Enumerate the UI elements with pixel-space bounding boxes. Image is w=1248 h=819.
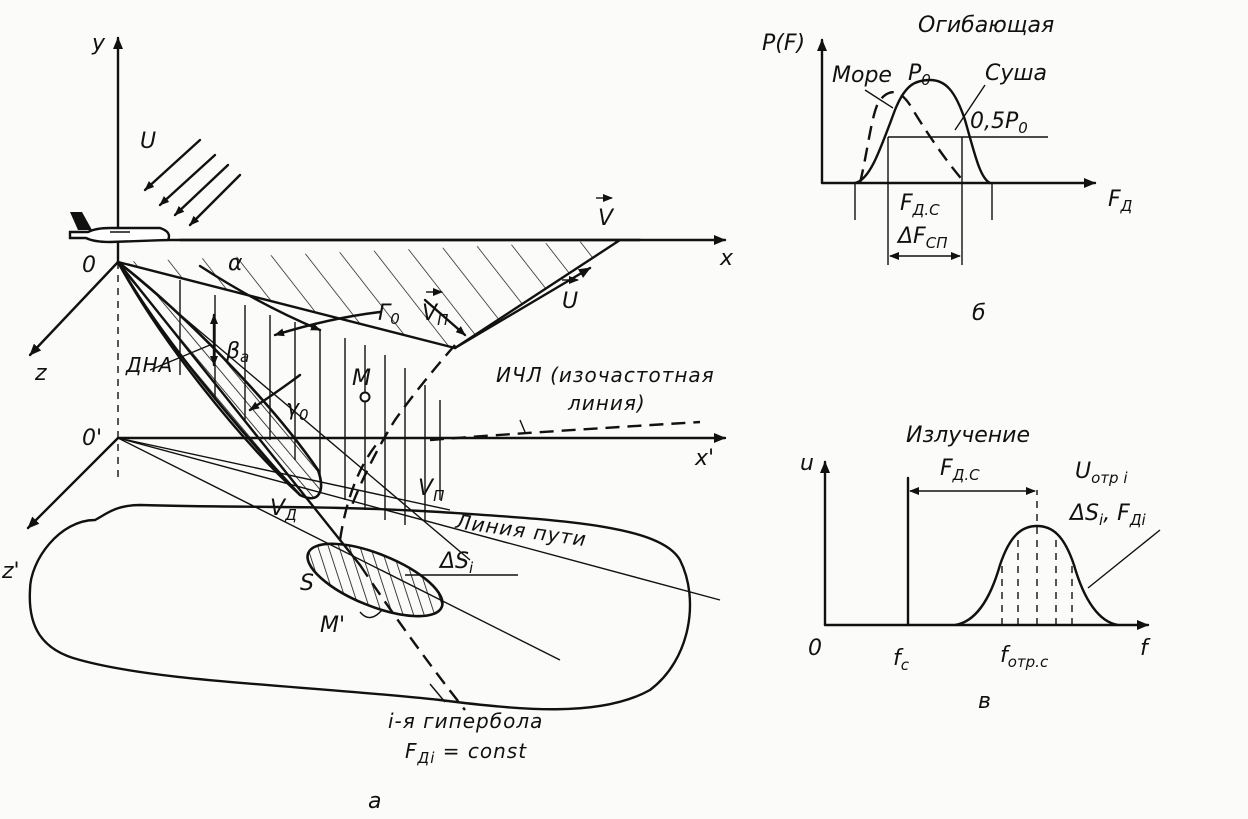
m2-tick	[359, 609, 383, 619]
u-vector	[453, 238, 622, 350]
label-beta-a: βa	[225, 339, 249, 366]
b-title: Огибающая	[918, 13, 1054, 38]
hyperbola-dashed	[359, 564, 466, 711]
v-x-label: f	[1140, 636, 1151, 661]
label-m: M	[352, 366, 371, 391]
label-m2: M'	[320, 613, 345, 638]
sea-leader	[864, 89, 894, 109]
panel-b: Огибающая P(F) Море P0 Суша 0,5P0 FД.С Δ…	[762, 13, 1133, 326]
z-axis	[28, 260, 120, 357]
label-y: y	[91, 31, 106, 56]
precipitation-arrows	[143, 138, 242, 227]
label-alpha: α	[228, 251, 243, 276]
isofrequency-line	[429, 420, 701, 442]
caption-b: б	[972, 301, 986, 326]
label-s: S	[300, 571, 314, 596]
label-hyperbola-2: FДi = const	[405, 739, 527, 767]
panel-v: Излучение u 0 FД.С Uотр i ΔSi, FДi fc fо…	[800, 423, 1161, 714]
label-u: U	[562, 289, 578, 314]
hyperbola-upper	[338, 439, 381, 541]
v-origin: 0	[808, 636, 822, 661]
v-ds-f: ΔSi, FДi	[1068, 501, 1147, 529]
label-dna: ДНА	[125, 353, 173, 377]
b-half: 0,5P0	[970, 109, 1028, 137]
dna-leader	[149, 344, 211, 371]
isofrequency-curve	[350, 344, 456, 506]
label-ichl-1: ИЧЛ (изочастотная	[496, 363, 715, 387]
label-vd: VД	[270, 496, 297, 524]
half-level-leader	[954, 84, 986, 131]
point-m-marker	[359, 391, 371, 403]
antenna-beam-lobe	[116, 260, 323, 500]
v-fds: FД.С	[940, 456, 980, 484]
label-u-precip: U	[140, 129, 156, 154]
hyperbola-leader	[429, 683, 446, 703]
gamma-small-arc	[248, 373, 302, 412]
label-path-line: Линия пути	[453, 509, 588, 551]
b-delta-f: ΔFСП	[896, 224, 947, 252]
gamma0-arc	[273, 310, 382, 337]
label-gamma-small: γ0	[286, 396, 309, 424]
label-origin: 0	[82, 253, 96, 278]
v-leader	[1087, 529, 1161, 589]
b-sea: Море	[832, 63, 892, 88]
spectrum-dashes	[1001, 490, 1073, 625]
panel-a: y x z x' z' 0 0' U V U α Γ0 VП ДНА βa γ0…	[1, 31, 734, 814]
gamma-arc	[198, 264, 322, 332]
aircraft-icon	[68, 212, 171, 244]
label-origin2: 0'	[82, 426, 102, 451]
v-u-otr: Uотр i	[1075, 459, 1128, 487]
b-land: Суша	[985, 61, 1047, 86]
label-x: x	[719, 246, 734, 271]
b-y-label: P(F)	[762, 31, 805, 56]
land-curve	[853, 78, 992, 185]
reflected-spectrum	[953, 524, 1120, 627]
b-x-label: FД	[1108, 187, 1133, 215]
u-arrow	[453, 266, 592, 350]
terrain-outline	[28, 503, 692, 711]
ichl-leader	[519, 419, 526, 433]
v-f-otr: fотр.с	[1000, 643, 1049, 671]
label-gamma0: Γ0	[378, 301, 400, 328]
v-title: Излучение	[906, 423, 1030, 448]
label-ichl-2: линия)	[567, 391, 646, 415]
b-fds: FД.С	[900, 191, 940, 219]
label-v: V	[598, 206, 615, 231]
z2-axis	[26, 436, 120, 530]
antenna-beam-outer	[116, 260, 302, 497]
label-delta-s: ΔSi	[438, 549, 474, 577]
caption-a: а	[368, 789, 381, 814]
footprint-ellipse	[306, 542, 444, 618]
caption-v: в	[978, 689, 991, 714]
label-z2: z'	[1, 559, 20, 584]
label-hyperbola-1: i-я гипербола	[388, 709, 543, 733]
vp-arrow	[423, 298, 467, 337]
label-z: z	[34, 361, 47, 386]
v-fc: fc	[893, 646, 910, 674]
label-vp: VП	[422, 301, 448, 329]
label-x2: x'	[694, 446, 714, 471]
v-y-label: u	[800, 451, 814, 476]
b-peak: P0	[908, 61, 931, 89]
label-vp2: VП	[418, 476, 444, 505]
sea-curve	[858, 91, 966, 184]
